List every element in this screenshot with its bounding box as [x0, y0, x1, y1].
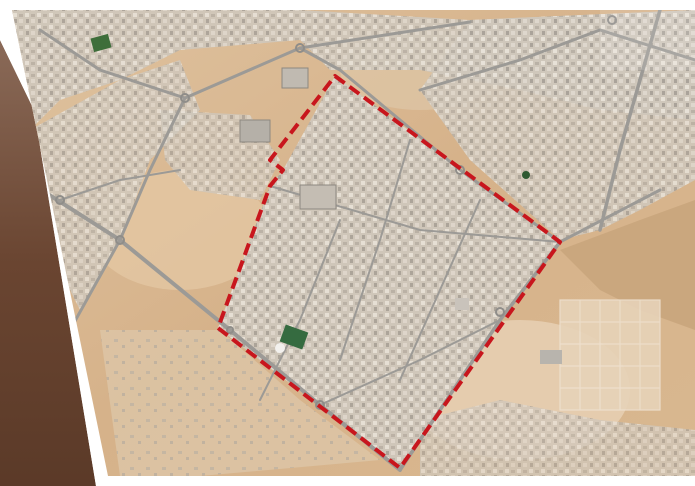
roundabouts — [55, 15, 617, 410]
urban-district-south — [100, 330, 380, 476]
green-field-center — [279, 324, 309, 350]
planned-plots-grid — [559, 299, 661, 411]
area-boundary-dashed — [216, 74, 562, 470]
green-field-north — [90, 33, 112, 53]
sparse-blocks-east — [560, 200, 695, 330]
building-pad-south — [455, 298, 469, 310]
building-compound — [239, 119, 271, 143]
frame-white-band — [0, 10, 108, 486]
building-compound-3 — [299, 184, 337, 210]
urban-district-northeast — [420, 10, 695, 240]
urban-district-center — [218, 76, 560, 468]
building-compound-2 — [281, 67, 309, 89]
urban-district-southeast — [420, 400, 695, 476]
frame-brown-band — [0, 40, 96, 486]
building-pad-east — [540, 350, 562, 364]
tree-cluster — [522, 171, 530, 179]
urban-district-west — [30, 60, 200, 310]
white-structure — [275, 343, 285, 353]
